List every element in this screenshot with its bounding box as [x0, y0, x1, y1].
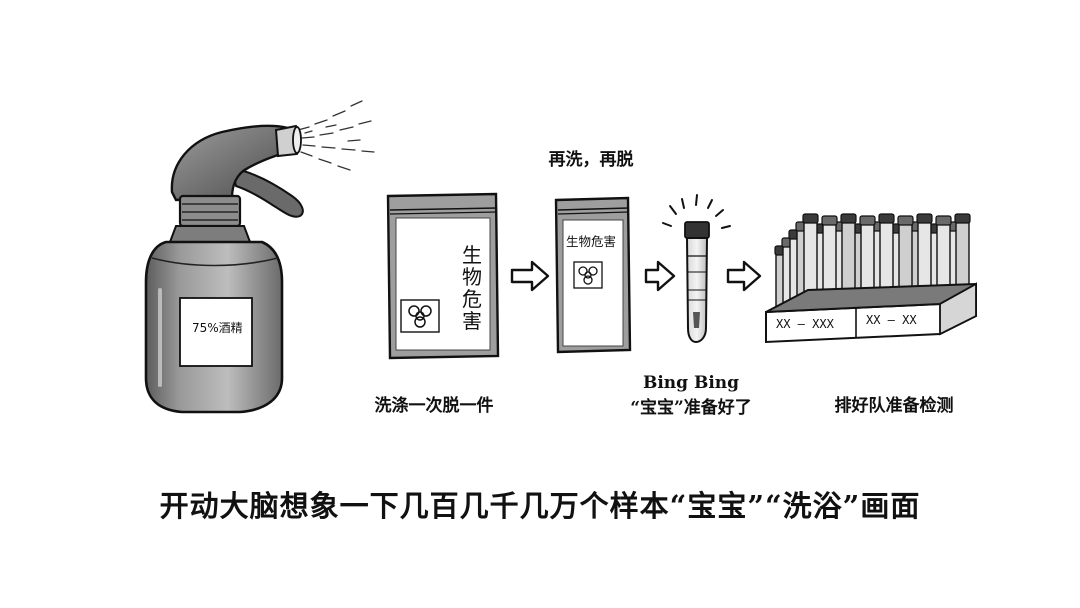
caption-rewash: 再洗，再脱 — [548, 150, 634, 170]
caption-ready-line2: “宝宝”准备好了 — [630, 398, 752, 418]
arrow-right-icon — [644, 260, 676, 292]
bag-large-label-text: 生物危害 — [462, 243, 482, 333]
rack-tube-cap — [897, 215, 914, 226]
main-caption: 开动大脑想象一下几百几千几万个样本“宝宝”“洗浴”画面 — [159, 489, 921, 523]
caption-queue: 排好队准备检测 — [834, 396, 954, 416]
rack-label-left: XX — XXX — [776, 317, 834, 331]
rack-tube — [841, 221, 856, 293]
rack-label-right: XX — XX — [866, 313, 917, 327]
rack-tube-cap — [954, 213, 971, 224]
biohazard-bag-large — [386, 192, 500, 360]
tube-rack-icon — [765, 213, 977, 344]
arrow-right-icon — [726, 260, 762, 292]
arrow-right-icon — [510, 260, 550, 292]
rack-tube — [879, 221, 894, 293]
rack-tube-cap — [821, 215, 838, 226]
sample-tube-icon — [662, 194, 731, 344]
sparkle-lines — [662, 194, 731, 229]
biohazard-icon — [578, 266, 598, 285]
spray-mist — [297, 100, 375, 171]
rack-tube-cap — [878, 213, 895, 224]
rack-tube-cap — [916, 213, 933, 224]
rack-tube-cap — [859, 215, 876, 226]
rack-tube — [955, 221, 970, 293]
rack-tube-cap — [840, 213, 857, 224]
rack-tube — [822, 223, 837, 293]
bottle-label-text: 75%酒精 — [192, 321, 243, 335]
spray-bottle-icon — [144, 100, 375, 414]
rack-tube — [898, 223, 913, 293]
rack-tube — [936, 223, 951, 293]
rack-tube — [860, 223, 875, 293]
rack-tube-cap — [802, 213, 819, 224]
bag-small-label-text: 生物危害 — [566, 234, 617, 249]
biohazard-bag-small — [554, 196, 632, 354]
caption-ready-line1: Bing Bing — [642, 373, 740, 393]
caption-wash: 洗涤一次脱一件 — [374, 396, 494, 416]
biohazard-icon — [408, 305, 432, 328]
rack-tube — [917, 221, 932, 293]
rack-tube-cap — [935, 215, 952, 226]
rack-tube — [803, 221, 818, 293]
